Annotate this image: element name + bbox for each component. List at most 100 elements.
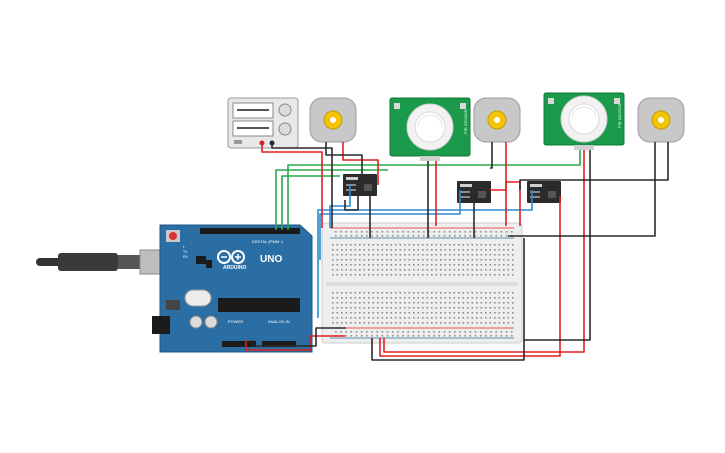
breadboard-hole[interactable]	[417, 307, 420, 309]
breadboard-hole[interactable]	[480, 322, 483, 324]
breadboard-hole[interactable]	[494, 264, 496, 266]
breadboard-hole[interactable]	[467, 297, 469, 299]
breadboard-hole[interactable]	[345, 312, 348, 314]
breadboard-hole[interactable]	[431, 292, 433, 294]
breadboard-hole[interactable]	[386, 269, 388, 271]
breadboard-hole[interactable]	[350, 292, 352, 294]
breadboard-hole[interactable]	[512, 317, 514, 319]
breadboard-hole[interactable]	[417, 292, 420, 294]
breadboard-hole[interactable]	[390, 269, 393, 271]
breadboard-hole[interactable]	[454, 235, 456, 237]
breadboard-hole[interactable]	[444, 269, 447, 271]
breadboard-hole[interactable]	[494, 249, 496, 251]
breadboard-hole[interactable]	[395, 244, 397, 246]
breadboard-hole[interactable]	[377, 307, 379, 309]
breadboard-hole[interactable]	[422, 264, 424, 266]
breadboard-hole[interactable]	[505, 335, 508, 337]
breadboard-hole[interactable]	[467, 307, 469, 309]
breadboard-hole[interactable]	[498, 322, 501, 324]
breadboard-hole[interactable]	[471, 322, 474, 324]
breadboard-hole[interactable]	[448, 231, 451, 233]
breadboard-hole[interactable]	[355, 331, 358, 333]
breadboard-hole[interactable]	[512, 307, 514, 309]
breadboard-hole[interactable]	[462, 317, 465, 319]
breadboard-hole[interactable]	[480, 259, 483, 261]
breadboard-hole[interactable]	[350, 231, 353, 233]
breadboard-hole[interactable]	[507, 322, 510, 324]
breadboard-hole[interactable]	[372, 274, 375, 276]
breadboard-hole[interactable]	[448, 335, 451, 337]
breadboard-hole[interactable]	[408, 292, 411, 294]
breadboard-hole[interactable]	[372, 264, 375, 266]
breadboard-hole[interactable]	[480, 302, 483, 304]
breadboard-hole[interactable]	[449, 302, 451, 304]
breadboard-hole[interactable]	[494, 274, 496, 276]
breadboard-hole[interactable]	[471, 274, 474, 276]
breadboard-hole[interactable]	[386, 307, 388, 309]
breadboard-hole[interactable]	[454, 231, 456, 233]
breadboard-hole[interactable]	[395, 254, 397, 256]
breadboard-hole[interactable]	[444, 259, 447, 261]
breadboard-hole[interactable]	[354, 302, 357, 304]
breadboard-hole[interactable]	[359, 249, 361, 251]
breadboard-hole[interactable]	[354, 307, 357, 309]
breadboard-hole[interactable]	[399, 264, 402, 266]
breadboard-hole[interactable]	[413, 292, 415, 294]
breadboard-hole[interactable]	[476, 274, 478, 276]
breadboard-hole[interactable]	[350, 335, 353, 337]
breadboard-hole[interactable]	[404, 307, 406, 309]
breadboard-hole[interactable]	[397, 235, 399, 237]
breadboard-hole[interactable]	[449, 312, 451, 314]
breadboard-hole[interactable]	[386, 249, 388, 251]
breadboard-hole[interactable]	[485, 297, 487, 299]
breadboard[interactable]	[321, 222, 523, 344]
breadboard-hole[interactable]	[341, 307, 343, 309]
breadboard-hole[interactable]	[363, 297, 366, 299]
breadboard-hole[interactable]	[390, 302, 393, 304]
breadboard-hole[interactable]	[345, 254, 348, 256]
breadboard-hole[interactable]	[413, 249, 415, 251]
breadboard-hole[interactable]	[399, 312, 402, 314]
breadboard-hole[interactable]	[359, 292, 361, 294]
breadboard-hole[interactable]	[399, 302, 402, 304]
breadboard-hole[interactable]	[408, 307, 411, 309]
breadboard-hole[interactable]	[495, 331, 498, 333]
breadboard-hole[interactable]	[494, 312, 496, 314]
breadboard-hole[interactable]	[476, 269, 478, 271]
breadboard-hole[interactable]	[507, 297, 510, 299]
breadboard-hole[interactable]	[435, 264, 438, 266]
breadboard-hole[interactable]	[404, 269, 406, 271]
breadboard-hole[interactable]	[503, 244, 505, 246]
breadboard-hole[interactable]	[438, 235, 441, 237]
breadboard-hole[interactable]	[458, 297, 460, 299]
breadboard-hole[interactable]	[435, 244, 438, 246]
breadboard-hole[interactable]	[449, 249, 451, 251]
breadboard-hole[interactable]	[471, 307, 474, 309]
breadboard-hole[interactable]	[422, 317, 424, 319]
breadboard-hole[interactable]	[426, 312, 429, 314]
breadboard-hole[interactable]	[440, 322, 442, 324]
breadboard-hole[interactable]	[512, 274, 514, 276]
breadboard-hole[interactable]	[390, 307, 393, 309]
breadboard-hole[interactable]	[469, 235, 472, 237]
breadboard-hole[interactable]	[363, 254, 366, 256]
breadboard-hole[interactable]	[426, 259, 429, 261]
breadboard-hole[interactable]	[381, 322, 384, 324]
breadboard-hole[interactable]	[413, 244, 415, 246]
breadboard-hole[interactable]	[422, 244, 424, 246]
breadboard-hole[interactable]	[471, 312, 474, 314]
breadboard-hole[interactable]	[512, 249, 514, 251]
breadboard-hole[interactable]	[471, 297, 474, 299]
breadboard-hole[interactable]	[395, 302, 397, 304]
breadboard-hole[interactable]	[363, 244, 366, 246]
breadboard-hole[interactable]	[512, 297, 514, 299]
breadboard-hole[interactable]	[372, 302, 375, 304]
breadboard-hole[interactable]	[377, 312, 379, 314]
breadboard-hole[interactable]	[422, 297, 424, 299]
dc-motor-3[interactable]	[637, 97, 685, 143]
relay-3[interactable]	[527, 181, 561, 203]
breadboard-hole[interactable]	[467, 302, 469, 304]
breadboard-hole[interactable]	[503, 264, 505, 266]
breadboard-hole[interactable]	[485, 331, 487, 333]
breadboard-hole[interactable]	[444, 302, 447, 304]
